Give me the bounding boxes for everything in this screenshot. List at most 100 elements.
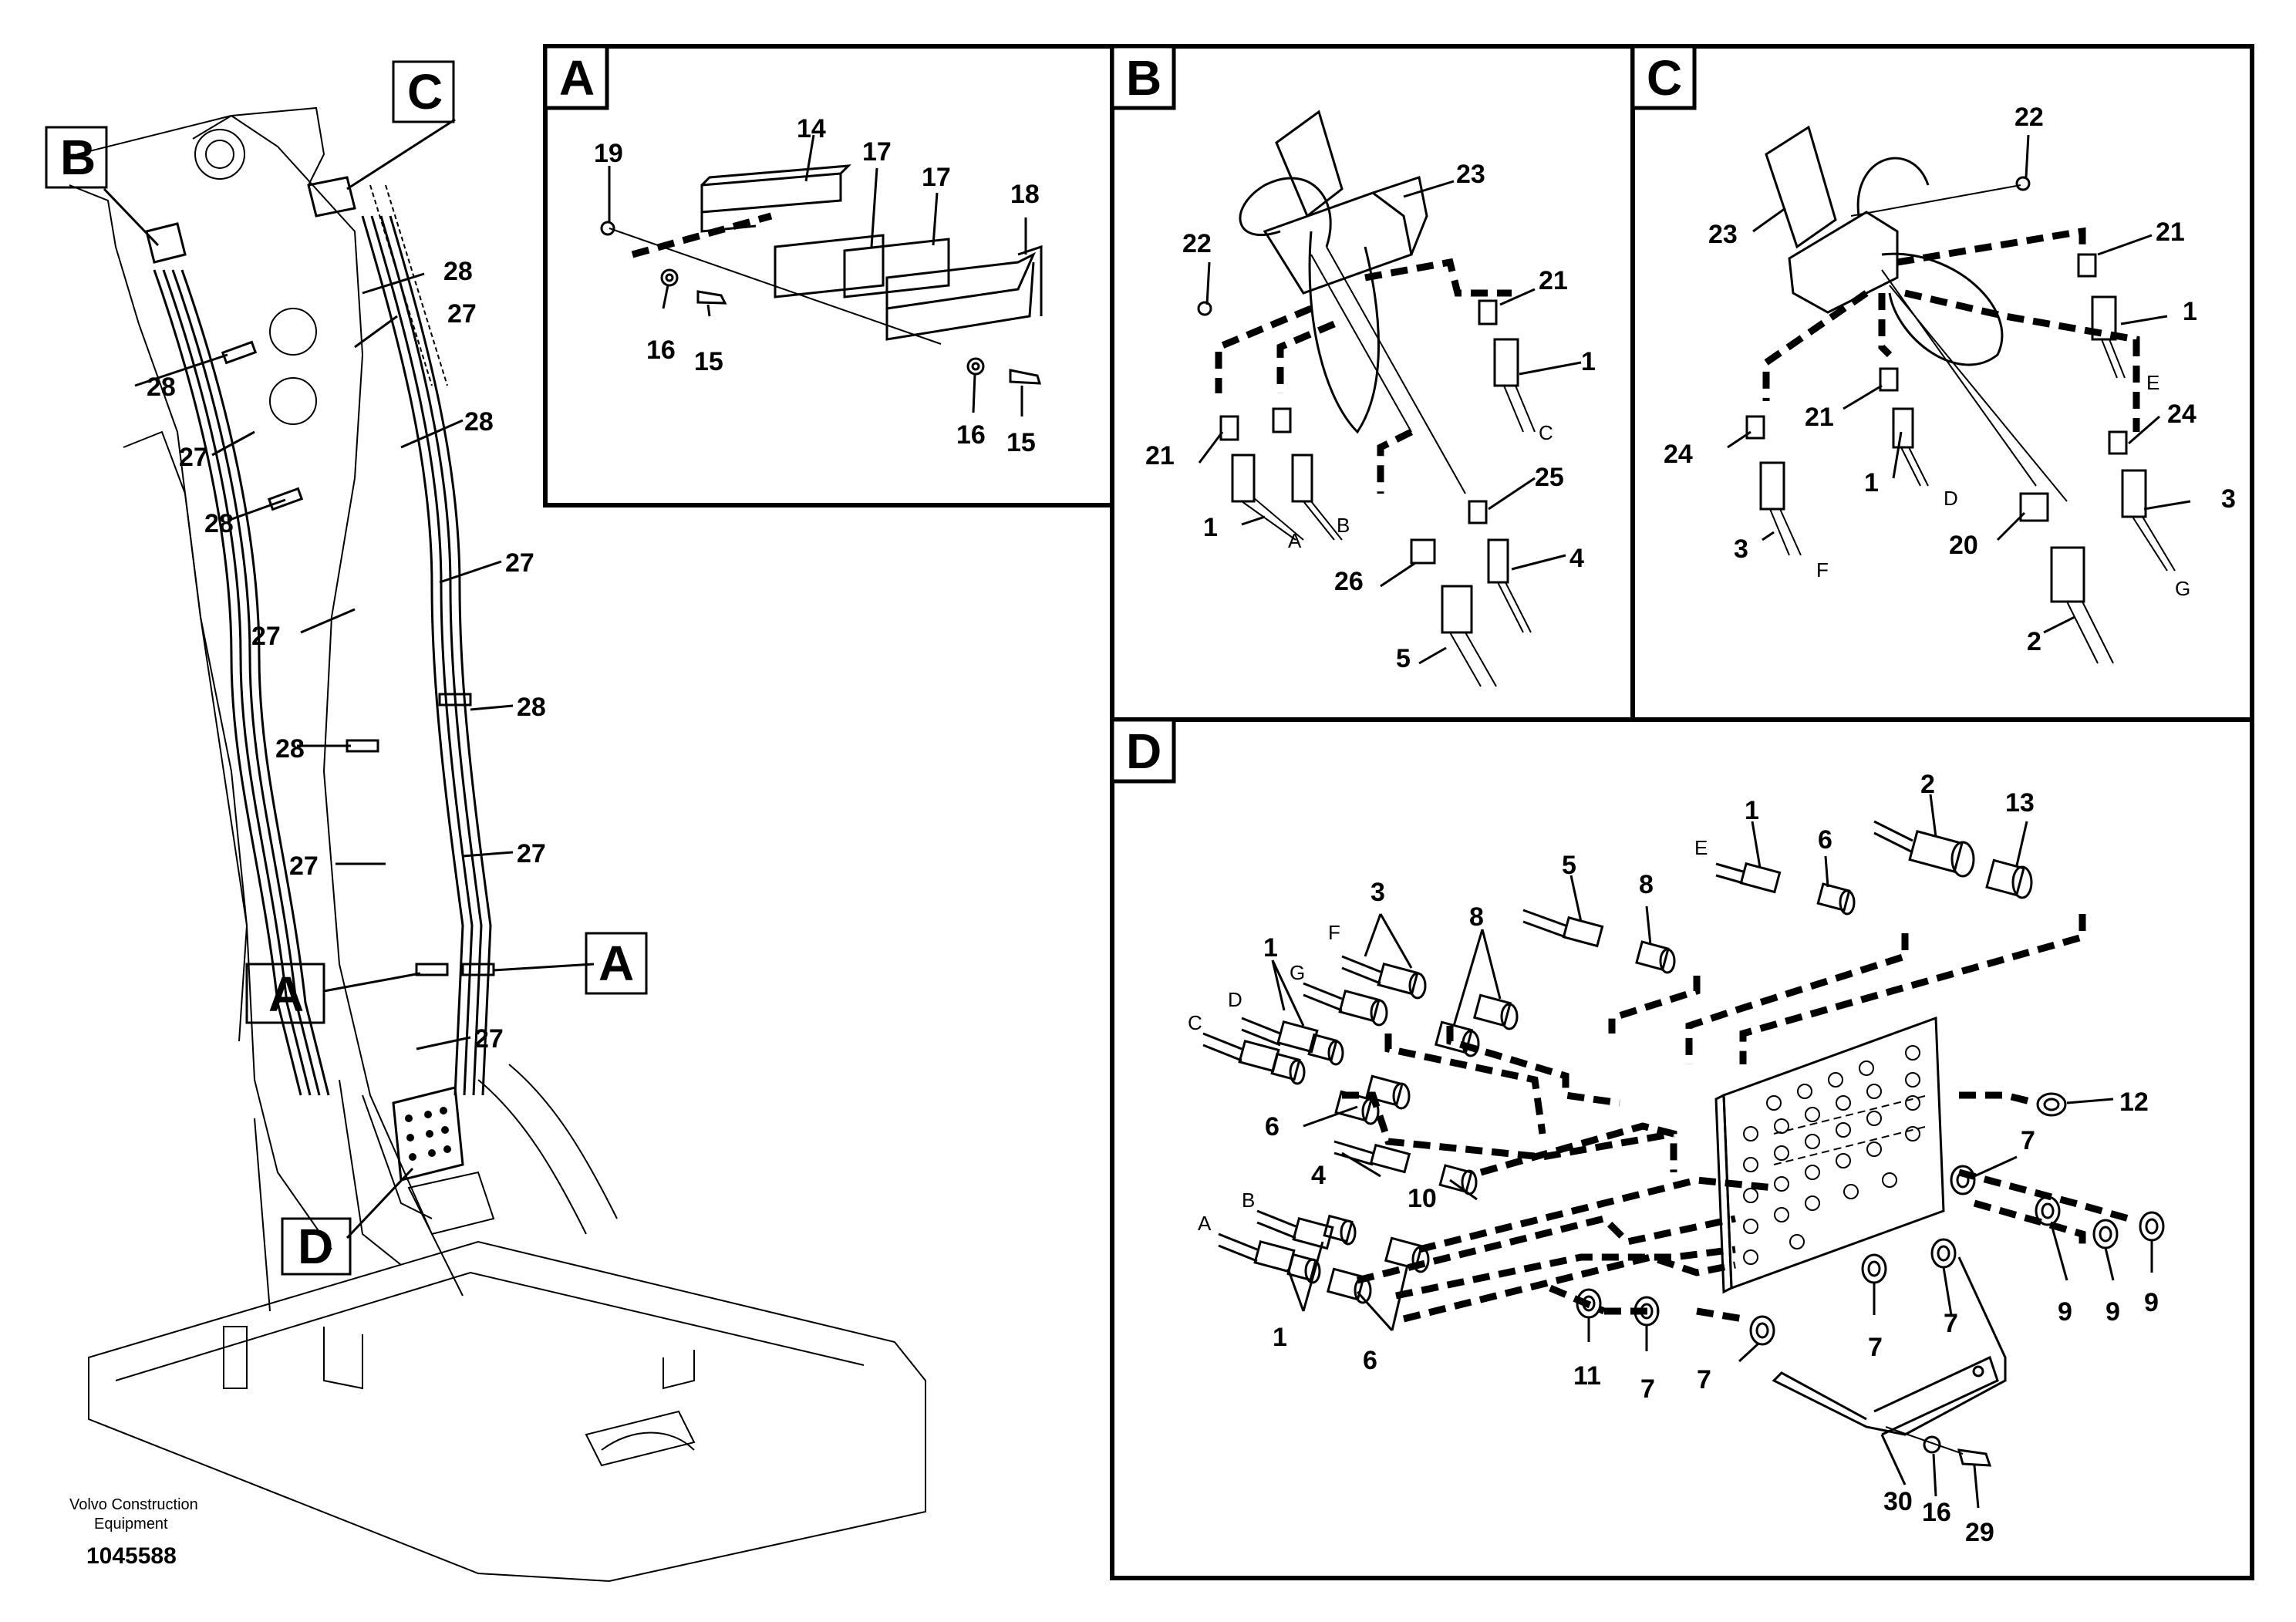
view-tag-d-box	[281, 1217, 352, 1276]
document-number: 1045588	[86, 1543, 177, 1569]
callout-15: 15	[694, 347, 723, 376]
callout-7: 7	[1944, 1309, 1958, 1338]
callout-21: 21	[1145, 441, 1175, 470]
callout-25: 25	[1535, 463, 1564, 492]
callout-9: 9	[2058, 1297, 2072, 1327]
callout-28: 28	[275, 734, 305, 764]
callout-8: 8	[1469, 902, 1484, 932]
callout-27: 27	[179, 443, 208, 472]
callout-6: 6	[1265, 1112, 1279, 1141]
panel-d: D	[1110, 717, 2254, 1580]
callout-21: 21	[1805, 403, 1834, 432]
brand-line-2: Equipment	[94, 1516, 168, 1533]
view-tag-b: B	[60, 130, 96, 185]
view-tag-a-left-box	[245, 963, 325, 1024]
hose-label-a: A	[1198, 1212, 1212, 1235]
callout-27: 27	[505, 548, 534, 578]
callout-27: 27	[517, 839, 546, 868]
callout-21: 21	[1539, 266, 1568, 295]
callout-14: 14	[797, 114, 826, 143]
callout-4: 4	[1569, 544, 1584, 573]
callout-16: 16	[1922, 1498, 1951, 1527]
callout-6: 6	[1363, 1346, 1377, 1375]
callout-23: 23	[1456, 160, 1485, 189]
callout-28: 28	[204, 509, 234, 538]
callout-11: 11	[1573, 1361, 1601, 1391]
callout-16: 16	[646, 336, 676, 365]
panel-b: B	[1110, 44, 1635, 722]
hose-label-c: C	[1188, 1011, 1202, 1034]
callout-1: 1	[1745, 796, 1759, 825]
callout-23: 23	[1708, 220, 1738, 249]
callout-18: 18	[1010, 180, 1040, 209]
view-tag-b-box	[45, 126, 108, 189]
callout-16: 16	[956, 420, 986, 450]
callout-28: 28	[464, 407, 494, 437]
callout-26: 26	[1334, 567, 1364, 596]
hose-label-b: B	[1242, 1189, 1255, 1212]
hose-label-e: E	[2146, 371, 2159, 394]
panel-d-letter: D	[1126, 723, 1161, 779]
panel-c-letter: C	[1647, 50, 1682, 106]
callout-24: 24	[1664, 440, 1693, 469]
callout-27: 27	[474, 1024, 504, 1054]
hose-label-f: F	[1816, 558, 1829, 582]
callout-24: 24	[2167, 400, 2197, 429]
panel-a-letter: A	[559, 50, 595, 106]
panel-a: A 19 14 17 17 18 16 15 16	[543, 44, 1114, 508]
callout-29: 29	[1965, 1518, 1994, 1547]
callout-4: 4	[1311, 1161, 1326, 1190]
callout-28: 28	[147, 373, 176, 402]
hose-label-g: G	[1290, 961, 1305, 984]
view-tag-c-box	[392, 60, 455, 123]
callout-1: 1	[1864, 468, 1879, 497]
hose-label-a: A	[1288, 529, 1302, 552]
hose-label-g: G	[2175, 577, 2190, 600]
callout-3: 3	[2221, 484, 2236, 514]
view-tag-a-left: A	[268, 966, 304, 1022]
callout-17: 17	[862, 137, 892, 167]
callout-27: 27	[289, 851, 319, 881]
callout-10: 10	[1408, 1184, 1437, 1213]
callout-27: 27	[447, 299, 477, 329]
callout-8: 8	[1639, 870, 1654, 899]
callout-7: 7	[1640, 1374, 1655, 1404]
hose-label-d: D	[1228, 988, 1242, 1011]
callout-6: 6	[1818, 825, 1832, 855]
hose-label-d: D	[1944, 487, 1958, 510]
callout-17: 17	[922, 163, 951, 192]
callout-30: 30	[1883, 1487, 1913, 1516]
callout-28: 28	[517, 693, 546, 722]
callout-22: 22	[1182, 229, 1212, 258]
callout-3: 3	[1734, 534, 1748, 564]
view-tag-a-right-box	[585, 932, 648, 995]
callout-12: 12	[2119, 1088, 2149, 1117]
panel-b-letter: B	[1126, 50, 1161, 106]
callout-2: 2	[1920, 770, 1935, 799]
callout-9: 9	[2144, 1288, 2159, 1317]
hose-label-e: E	[1694, 836, 1708, 859]
callout-21: 21	[2156, 218, 2185, 247]
callout-9: 9	[2106, 1297, 2120, 1327]
callout-7: 7	[1697, 1365, 1711, 1394]
view-tag-c: C	[407, 64, 443, 120]
callout-19: 19	[594, 139, 623, 168]
callout-28: 28	[443, 257, 473, 286]
hose-label-f: F	[1328, 921, 1340, 944]
callout-15: 15	[1006, 428, 1036, 457]
callout-5: 5	[1562, 851, 1576, 880]
view-tag-a-right: A	[598, 936, 634, 991]
panel-c: C	[1630, 44, 2254, 722]
callout-1: 1	[2183, 297, 2197, 326]
overview-drawing: 28 27 28 27 28 28 27 28 27 28 27 28 27 2…	[45, 60, 926, 1583]
callout-1: 1	[1581, 347, 1596, 376]
view-tag-d: D	[298, 1219, 333, 1274]
callout-5: 5	[1396, 644, 1411, 673]
callout-1: 1	[1263, 933, 1278, 963]
callout-13: 13	[2005, 788, 2035, 818]
callout-27: 27	[251, 622, 281, 651]
callout-1: 1	[1203, 513, 1218, 542]
callout-1: 1	[1273, 1323, 1287, 1352]
callout-20: 20	[1949, 531, 1978, 560]
